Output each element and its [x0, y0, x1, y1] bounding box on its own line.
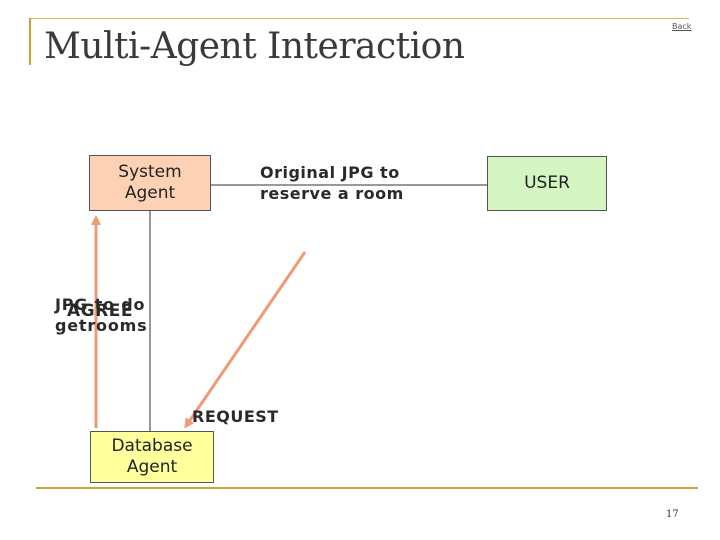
database-agent-node: Database Agent [90, 431, 214, 483]
request-arrow [184, 251, 307, 429]
page-number: 17 [666, 509, 679, 520]
footer-rule [36, 487, 698, 489]
system-agent-node: System Agent [89, 155, 211, 211]
system-agent-label: System Agent [118, 162, 182, 203]
request-message: REQUEST [192, 407, 279, 426]
agree-message: AGREE [67, 301, 133, 321]
database-agent-label: Database Agent [111, 436, 193, 477]
original-jpg-message: Original JPG to reserve a room [260, 163, 404, 203]
back-link[interactable]: Back [672, 22, 692, 31]
frame-top-rule [29, 18, 689, 19]
jpg-to-do-message: JPG to do getrooms [55, 295, 148, 335]
user-label: USER [524, 173, 570, 193]
slide-title: Multi-Agent Interaction [44, 26, 465, 67]
user-node: USER [487, 156, 607, 211]
frame-left-rule [29, 18, 31, 65]
